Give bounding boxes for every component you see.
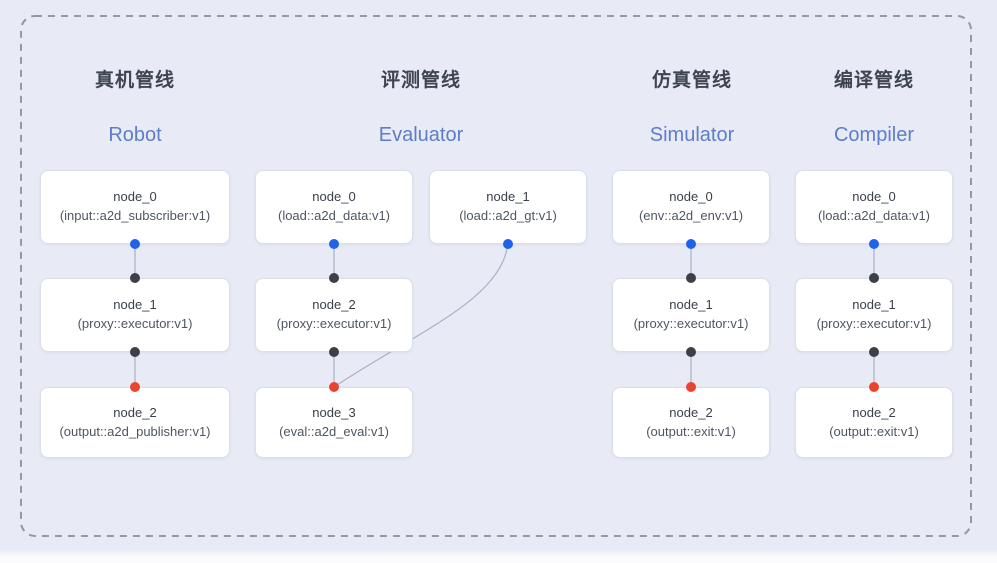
pipeline-title-cn-simulator: 仿真管线 [651, 70, 733, 91]
dashed-frame-border [20, 15, 972, 537]
node-plugin: (proxy::executor:v1) [633, 316, 749, 331]
node-card-simulator-node_1[interactable]: node_1(proxy::executor:v1) [612, 278, 770, 352]
port-black-dot-evaluator-node_2-top[interactable] [329, 273, 339, 283]
port-blue-dot-evaluator-node_0-bottom[interactable] [329, 239, 339, 249]
port-red-dot-robot-node_2-top[interactable] [130, 382, 140, 392]
node-plugin: (output::exit:v1) [829, 423, 919, 439]
node-name: node_0 [852, 189, 896, 205]
port-black-dot-robot-node_1-top[interactable] [130, 273, 140, 283]
node-name: node_2 [312, 297, 356, 313]
edge-evaluator-node_1-to-node_3 [333, 243, 509, 388]
port-blue-dot-evaluator-node_1-bottom[interactable] [503, 239, 513, 249]
port-black-dot-compiler-node_1-bottom[interactable] [869, 347, 879, 357]
node-name: node_0 [669, 189, 713, 205]
node-card-simulator-node_0[interactable]: node_0(env::a2d_env:v1) [612, 170, 770, 244]
pipeline-title-cn-evaluator: 评测管线 [380, 70, 462, 91]
port-red-dot-evaluator-node_3-top[interactable] [329, 382, 339, 392]
node-name: node_2 [852, 404, 896, 420]
node-plugin: (proxy::executor:v1) [816, 316, 932, 331]
node-card-evaluator-node_3[interactable]: node_3(eval::a2d_eval:v1) [255, 387, 413, 458]
port-red-dot-simulator-node_2-top[interactable] [686, 382, 696, 392]
pipeline-title-cn-compiler: 编译管线 [833, 70, 915, 91]
node-name: node_1 [669, 297, 713, 313]
node-name: node_1 [852, 297, 896, 313]
port-red-dot-compiler-node_2-top[interactable] [869, 382, 879, 392]
node-plugin: (proxy::executor:v1) [77, 316, 193, 331]
node-plugin: (eval::a2d_eval:v1) [279, 423, 389, 439]
node-card-evaluator-node_1[interactable]: node_1(load::a2d_gt:v1) [429, 170, 587, 244]
node-card-robot-node_0[interactable]: node_0(input::a2d_subscriber:v1) [40, 170, 230, 244]
node-card-compiler-node_2[interactable]: node_2(output::exit:v1) [795, 387, 953, 458]
node-card-compiler-node_0[interactable]: node_0(load::a2d_data:v1) [795, 170, 953, 244]
node-name: node_3 [312, 404, 356, 420]
port-black-dot-robot-node_1-bottom[interactable] [130, 347, 140, 357]
node-card-robot-node_2[interactable]: node_2(output::a2d_publisher:v1) [40, 387, 230, 458]
pipeline-title-en-evaluator: Evaluator [378, 124, 464, 146]
node-card-simulator-node_2[interactable]: node_2(output::exit:v1) [612, 387, 770, 458]
pipeline-title-en-simulator: Simulator [649, 124, 735, 146]
node-card-robot-node_1[interactable]: node_1(proxy::executor:v1) [40, 278, 230, 352]
node-name: node_2 [113, 404, 157, 420]
node-card-evaluator-node_0[interactable]: node_0(load::a2d_data:v1) [255, 170, 413, 244]
port-blue-dot-simulator-node_0-bottom[interactable] [686, 239, 696, 249]
port-black-dot-simulator-node_1-top[interactable] [686, 273, 696, 283]
pipeline-title-cn-robot: 真机管线 [94, 70, 176, 91]
node-card-compiler-node_1[interactable]: node_1(proxy::executor:v1) [795, 278, 953, 352]
node-name: node_1 [486, 189, 530, 205]
pipeline-title-en-robot: Robot [108, 124, 162, 146]
port-black-dot-compiler-node_1-top[interactable] [869, 273, 879, 283]
node-name: node_1 [113, 297, 157, 313]
node-name: node_0 [113, 189, 157, 205]
port-blue-dot-robot-node_0-bottom[interactable] [130, 239, 140, 249]
bottom-fade-strip [0, 549, 997, 563]
node-name: node_0 [312, 189, 356, 205]
node-card-evaluator-node_2[interactable]: node_2(proxy::executor:v1) [255, 278, 413, 352]
node-plugin: (proxy::executor:v1) [276, 316, 392, 331]
node-plugin: (load::a2d_data:v1) [817, 208, 931, 223]
port-black-dot-simulator-node_1-bottom[interactable] [686, 347, 696, 357]
node-plugin: (load::a2d_data:v1) [277, 208, 391, 223]
node-plugin: (load::a2d_gt:v1) [459, 208, 557, 223]
node-name: node_2 [669, 404, 713, 420]
port-black-dot-evaluator-node_2-bottom[interactable] [329, 347, 339, 357]
port-blue-dot-compiler-node_0-bottom[interactable] [869, 239, 879, 249]
node-plugin: (input::a2d_subscriber:v1) [59, 208, 211, 223]
node-plugin: (output::exit:v1) [646, 423, 736, 439]
pipeline-title-en-compiler: Compiler [833, 124, 915, 146]
node-plugin: (env::a2d_env:v1) [638, 208, 744, 223]
node-plugin: (output::a2d_publisher:v1) [59, 423, 211, 439]
